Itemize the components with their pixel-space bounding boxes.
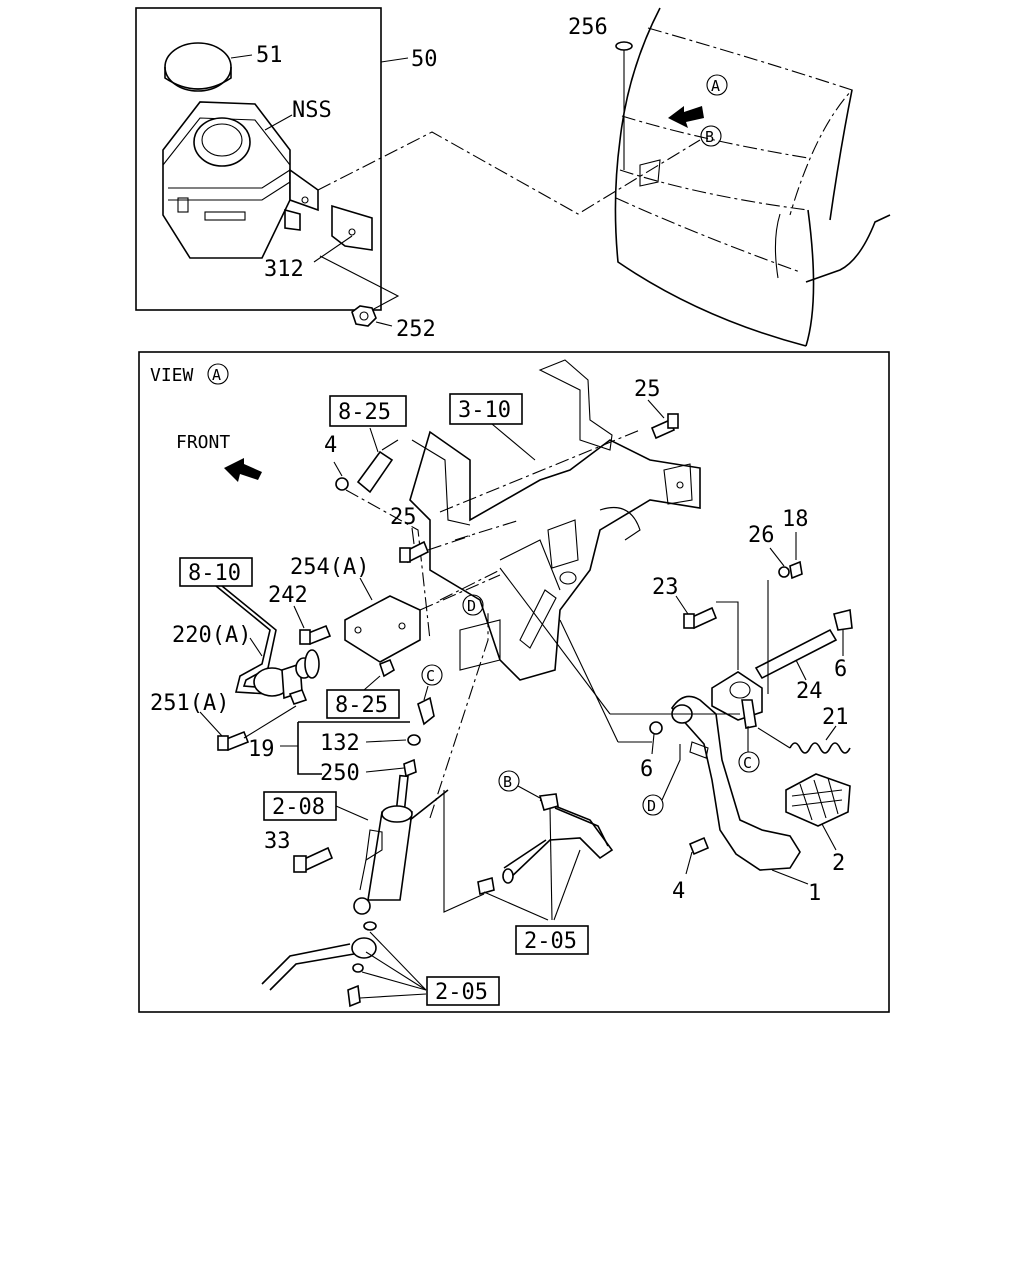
ref-8-25-upper: 8-25	[338, 400, 391, 425]
reservoir-hose: B 2-05	[443, 770, 614, 955]
direction-arrow-icon	[668, 106, 704, 128]
label-26: 26	[748, 523, 775, 548]
mounting-bracket	[331, 204, 373, 251]
label-132: 132	[320, 731, 360, 756]
pushrod-assembly: C 19 132 250	[248, 664, 443, 812]
bolt-33: 33	[264, 829, 334, 873]
label-21: 21	[822, 705, 849, 730]
ref-8-10: 8-10	[188, 561, 241, 586]
label-1: 1	[808, 881, 821, 906]
svg-text:D: D	[647, 797, 656, 815]
label-25-upper: 25	[634, 377, 661, 402]
label-24: 24	[796, 679, 823, 704]
svg-text:C: C	[743, 754, 752, 772]
label-312: 312	[264, 257, 304, 282]
callout-d-mid: D	[462, 594, 484, 616]
ref-3-10: 3-10	[458, 398, 511, 423]
nut-252: 252	[319, 255, 436, 342]
ref-2-08: 2-08	[272, 795, 325, 820]
label-51: 51	[256, 43, 283, 68]
bolt-242: 242	[268, 583, 332, 646]
pedal-bracket: 3-10	[409, 359, 701, 681]
reference-line	[317, 131, 701, 215]
switch-8-25: 8-25 4	[324, 395, 431, 641]
label-19: 19	[248, 737, 275, 762]
reservoir-tank	[162, 101, 319, 259]
label-220a: 220(A)	[172, 623, 251, 648]
label-2: 2	[832, 851, 845, 876]
pedal-assembly: 6 24 26 18 23 6 21	[499, 507, 853, 906]
label-18: 18	[782, 507, 809, 532]
reservoir-cap	[164, 42, 232, 92]
label-4-lower: 4	[672, 879, 685, 904]
reservoir-inset-box: 51 50 NSS 312	[135, 7, 438, 311]
label-33: 33	[264, 829, 291, 854]
svg-text:C: C	[426, 667, 435, 685]
cab-outline: 256 A B	[568, 7, 891, 347]
callout-c-right: C	[738, 751, 760, 773]
ref-8-25-lower: 8-25	[335, 693, 388, 718]
callout-b-low: B	[498, 770, 520, 792]
label-25-mid: 25	[390, 505, 417, 530]
label-6-right: 6	[834, 657, 847, 682]
svg-text:B: B	[705, 128, 714, 146]
label-nss: NSS	[292, 98, 332, 123]
svg-text:D: D	[467, 597, 476, 615]
label-252: 252	[396, 317, 436, 342]
front-label: FRONT	[176, 432, 230, 453]
label-250: 250	[320, 761, 360, 786]
label-256: 256	[568, 15, 608, 40]
svg-text:A: A	[212, 366, 221, 384]
bolt-251a: 251(A)	[150, 691, 297, 752]
ref-2-05-upper: 2-05	[524, 929, 577, 954]
callout-a-view: A	[207, 363, 229, 385]
svg-text:A: A	[711, 77, 720, 95]
view-label: VIEW	[150, 365, 194, 386]
view-a-box: VIEW A FRONT	[138, 351, 890, 1013]
label-23: 23	[652, 575, 679, 600]
label-6-left: 6	[640, 757, 653, 782]
switch-8-25-lower: 8-25	[326, 658, 400, 719]
callout-d-right: D	[642, 794, 664, 816]
callout-b-top: B	[700, 125, 722, 147]
ref-2-05-lower: 2-05	[435, 980, 488, 1005]
callout-a-top: A	[706, 74, 728, 96]
switch-220a: 8-10 220(A)	[172, 557, 320, 705]
label-242: 242	[268, 583, 308, 608]
label-254a: 254(A)	[290, 555, 369, 580]
label-4-upper: 4	[324, 433, 337, 458]
bracket-254a: 254(A)	[290, 555, 501, 663]
bolt-25-mid: 25	[390, 505, 471, 564]
svg-text:B: B	[503, 773, 512, 791]
lower-pipe: 2-05	[261, 921, 500, 1008]
master-cylinder: 2-08	[263, 610, 489, 915]
label-50: 50	[411, 47, 438, 72]
label-251a: 251(A)	[150, 691, 229, 716]
front-arrow-icon	[224, 458, 262, 482]
bolt-25-upper: 25	[634, 377, 679, 440]
callout-c-mid: C	[421, 664, 443, 686]
